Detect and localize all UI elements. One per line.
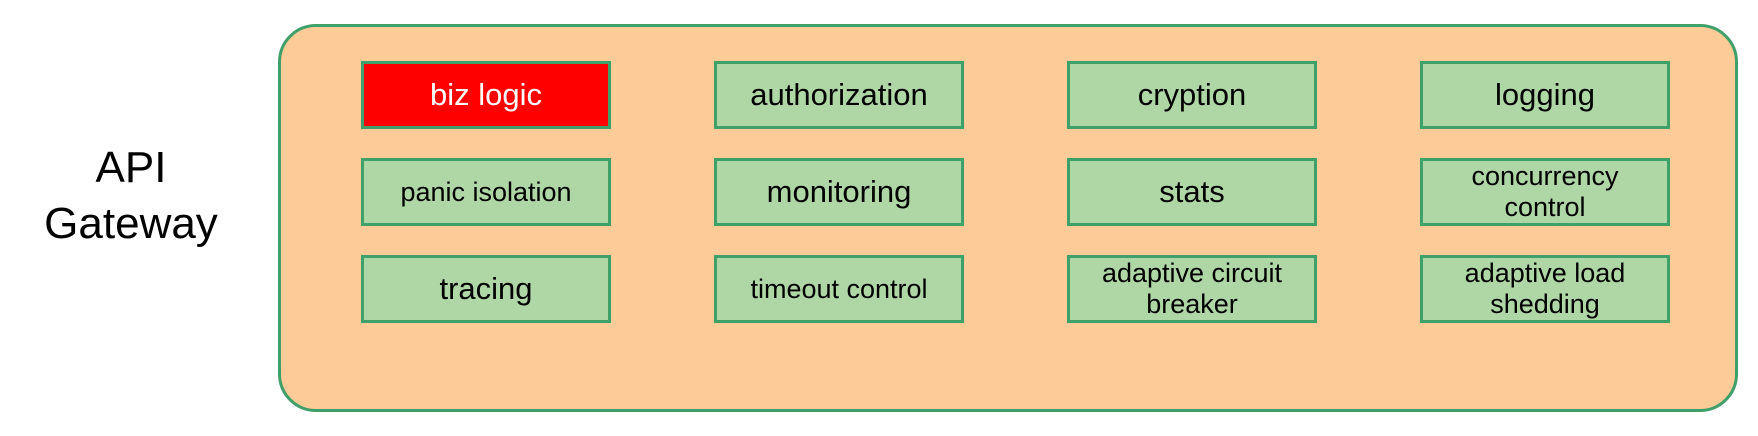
capability-box-timeout-control[interactable]: timeout control: [714, 255, 964, 323]
capability-box-biz-logic[interactable]: biz logic: [361, 61, 611, 129]
capability-box-logging[interactable]: logging: [1420, 61, 1670, 129]
capability-box-stats[interactable]: stats: [1067, 158, 1317, 226]
capability-box-monitoring[interactable]: monitoring: [714, 158, 964, 226]
api-gateway-label: API Gateway: [44, 143, 218, 248]
api-gateway-panel: biz logic authorization cryption logging…: [278, 24, 1738, 412]
capability-box-adaptive-load-shedding[interactable]: adaptive load shedding: [1420, 255, 1670, 323]
capability-box-panic-isolation[interactable]: panic isolation: [361, 158, 611, 226]
capability-box-authorization[interactable]: authorization: [714, 61, 964, 129]
capability-box-concurrency-control[interactable]: concurrency control: [1420, 158, 1670, 226]
capability-box-cryption[interactable]: cryption: [1067, 61, 1317, 129]
capability-box-adaptive-circuit-breaker[interactable]: adaptive circuit breaker: [1067, 255, 1317, 323]
capability-grid: biz logic authorization cryption logging…: [361, 61, 1671, 383]
capability-box-tracing[interactable]: tracing: [361, 255, 611, 323]
